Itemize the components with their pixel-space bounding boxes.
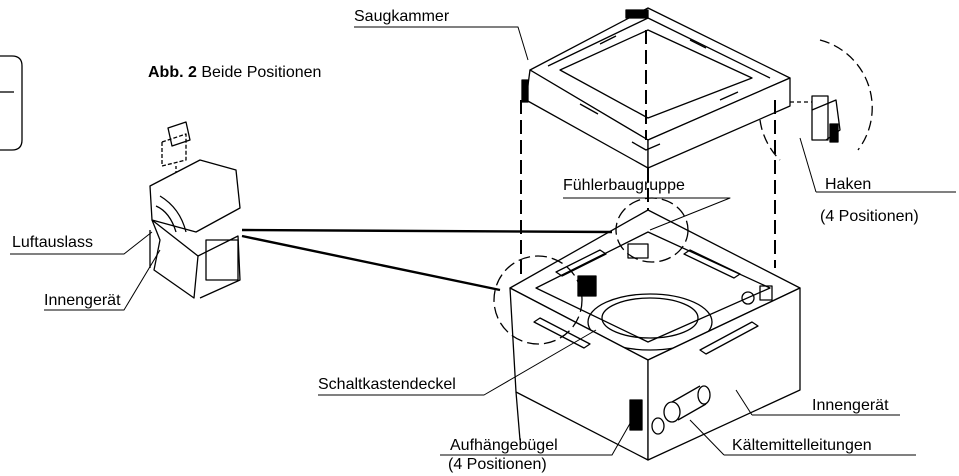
luftauslass-detail	[149, 121, 241, 299]
label-innengeraet-left: Innengerät	[44, 292, 121, 309]
label-aufhaengebuegel: Aufhängebügel	[450, 437, 558, 454]
label-haken: Haken	[825, 176, 872, 193]
detail-connection-lines	[241, 228, 613, 292]
left-edge-fragment	[0, 55, 23, 151]
label-innengeraet-right: Innengerät	[812, 397, 889, 414]
label-fuehlerbaugruppe: Fühlerbaugruppe	[563, 177, 685, 194]
figure-caption: Abb. 2 Beide Positionen	[148, 64, 321, 82]
haken-detail	[759, 39, 873, 161]
label-luftauslass: Luftauslass	[12, 234, 93, 251]
label-aufhaengebuegel-note: (4 Positionen)	[448, 456, 547, 473]
leader-lines	[10, 26, 956, 456]
label-haken-note: (4 Positionen)	[820, 208, 919, 225]
label-schaltkastendeckel: Schaltkastendeckel	[318, 376, 456, 393]
saugkammer-frame	[521, 7, 791, 169]
label-saugkammer: Saugkammer	[354, 8, 450, 25]
figure-number: Abb. 2	[148, 64, 197, 81]
innengeraet-unit	[509, 209, 801, 461]
figure-caption-text: Beide Positionen	[201, 64, 322, 81]
label-kaeltemittelleitungen: Kältemittelleitungen	[732, 437, 872, 454]
